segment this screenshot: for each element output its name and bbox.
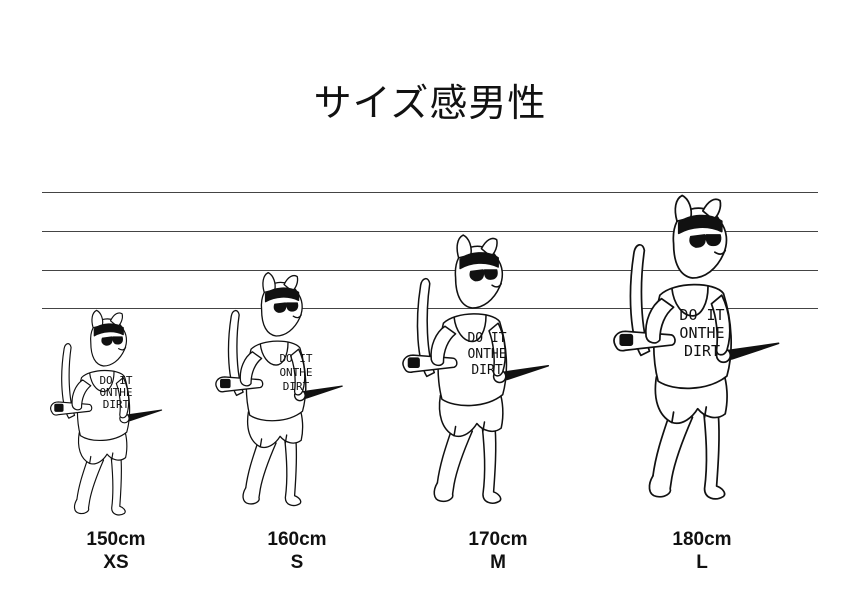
guide-line	[42, 192, 818, 193]
shirt-line: DIRT	[684, 342, 720, 360]
size-value: XS	[103, 552, 129, 573]
shirt-line: DO IT	[679, 306, 724, 324]
page-title: サイズ感男性	[313, 81, 547, 125]
guide-line	[42, 308, 818, 309]
shirt-line: DO IT	[279, 352, 312, 365]
size-label-xs: 150cm XS	[56, 528, 176, 574]
size-value: M	[490, 552, 506, 573]
shirt-line: ONTHE	[467, 347, 506, 362]
cat-figure-xs	[50, 309, 163, 516]
height-value: 180cm	[672, 529, 732, 550]
shirt-line: DO IT	[99, 374, 132, 387]
shirt-print-s: DO IT ONTHE DIRT	[279, 352, 312, 393]
size-label-m: 170cm M	[438, 528, 558, 574]
shirt-line: DIRT	[103, 398, 130, 411]
shirt-print-xs: DO IT ONTHE DIRT	[99, 374, 132, 411]
size-value: L	[696, 552, 708, 573]
height-value: 160cm	[267, 529, 327, 550]
height-value: 150cm	[86, 529, 146, 550]
shirt-print-m: DO IT ONTHE DIRT	[467, 331, 506, 378]
shirt-line: ONTHE	[679, 324, 724, 342]
height-guide-lines	[42, 192, 818, 312]
height-value: 170cm	[468, 529, 528, 550]
size-value: S	[290, 552, 304, 573]
shirt-line: DIRT	[283, 380, 310, 393]
shirt-line: ONTHE	[99, 386, 132, 399]
guide-line	[42, 231, 818, 232]
size-label-l: 180cm L	[642, 528, 762, 574]
shirt-line: DO IT	[467, 331, 506, 346]
shirt-line: ONTHE	[279, 366, 312, 379]
cat-figure-s	[215, 271, 343, 507]
size-label-s: 160cm S	[237, 528, 357, 574]
guide-line	[42, 270, 818, 271]
shirt-line: DIRT	[471, 363, 502, 378]
shirt-print-l: DO IT ONTHE DIRT	[679, 306, 724, 360]
